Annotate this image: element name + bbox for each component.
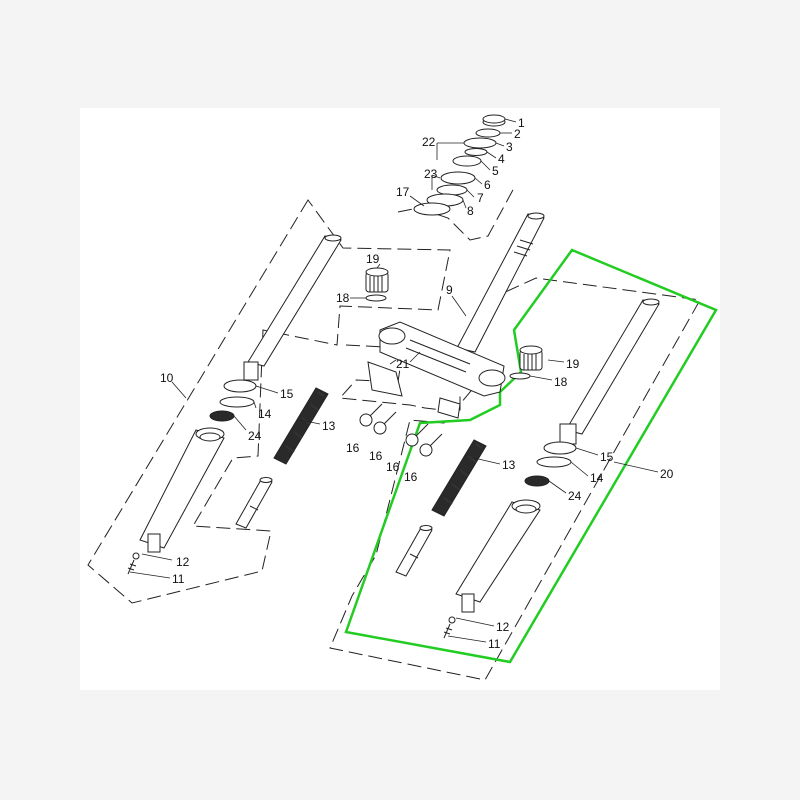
callout-12-right: 12 — [496, 620, 510, 634]
right-lower-leg — [455, 499, 541, 613]
callout-16-a: 16 — [346, 441, 360, 455]
callout-16-b: 16 — [369, 449, 383, 463]
callout-16-c: 16 — [386, 460, 400, 474]
left-lower-leg — [139, 427, 225, 553]
clamp-bracket — [367, 361, 461, 419]
callout-24-left: 24 — [248, 429, 262, 443]
callout-21: 21 — [396, 357, 410, 371]
callout-20: 20 — [660, 467, 674, 481]
left-fork-group-outline — [87, 199, 451, 604]
callout-7: 7 — [477, 191, 484, 205]
callout-24-right: 24 — [568, 489, 582, 503]
callout-13-right: 13 — [502, 458, 516, 472]
callout-17: 17 — [396, 185, 410, 199]
bushing-19-left — [365, 267, 389, 302]
callout-16-d: 16 — [404, 470, 418, 484]
callout-11-right: 11 — [488, 637, 501, 651]
callout-10: 10 — [160, 371, 174, 385]
leader-lines — [129, 118, 659, 643]
callout-4: 4 — [498, 152, 505, 166]
right-damper-rod — [395, 525, 433, 577]
callout-18-left: 18 — [336, 291, 350, 305]
callout-12-left: 12 — [176, 555, 190, 569]
callout-5: 5 — [492, 164, 499, 178]
diagram-panel — [80, 108, 720, 690]
bushing-19-right — [509, 345, 543, 380]
callout-3: 3 — [506, 140, 513, 154]
right-seals-15-14-24 — [524, 441, 577, 487]
callout-2: 2 — [514, 127, 521, 141]
callout-11-left: 11 — [172, 572, 185, 586]
callout-15-right: 15 — [600, 450, 614, 464]
callout-22: 22 — [422, 135, 436, 149]
right-spring-13 — [431, 439, 487, 517]
callout-14-right: 14 — [590, 471, 604, 485]
left-damper-rod — [235, 477, 273, 529]
highlight-outline — [344, 248, 718, 664]
callout-18-right: 18 — [554, 375, 568, 389]
left-bolt-11-12 — [127, 552, 140, 575]
callout-8: 8 — [467, 204, 474, 218]
left-fork-tube — [243, 234, 342, 381]
callout-14-left: 14 — [258, 407, 272, 421]
callout-19-left: 19 — [366, 252, 380, 266]
callout-13-left: 13 — [322, 419, 336, 433]
bolt-16-c — [405, 423, 429, 447]
callout-9: 9 — [446, 283, 453, 297]
callout-23: 23 — [424, 167, 438, 181]
bolt-16-d — [419, 433, 443, 457]
right-bolt-11-12 — [443, 616, 456, 639]
callout-19-right: 19 — [566, 357, 580, 371]
callout-6: 6 — [484, 178, 491, 192]
triple-clamp — [378, 321, 506, 397]
bolt-16-b — [373, 411, 397, 435]
steering-stem — [456, 212, 545, 353]
callout-15-left: 15 — [280, 387, 294, 401]
callout-1: 1 — [518, 116, 525, 130]
bolt-16-a — [359, 403, 383, 427]
